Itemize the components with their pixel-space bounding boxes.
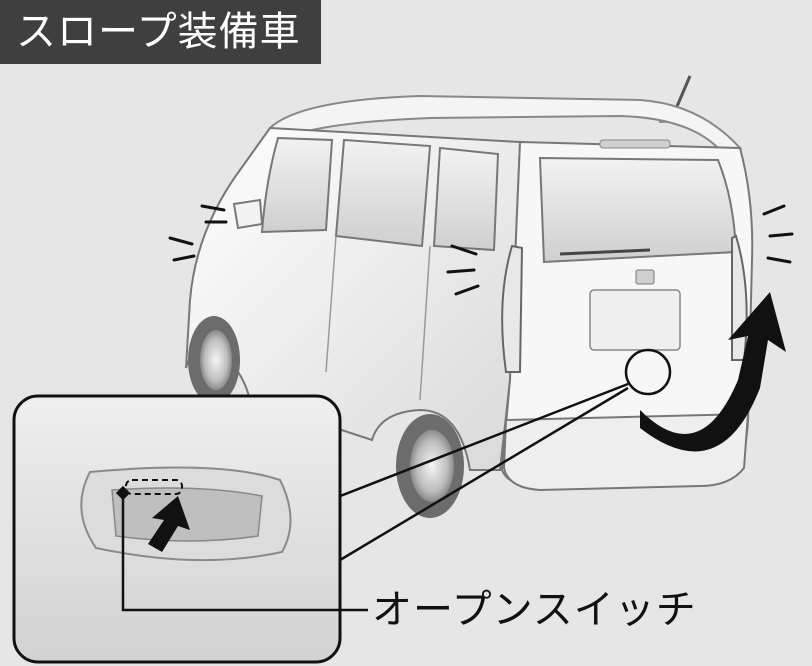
switch-location-marker xyxy=(624,348,672,396)
front-side-window xyxy=(260,136,334,234)
open-switch-label: オープンスイッチ xyxy=(372,587,697,633)
rear-bumper xyxy=(502,412,750,492)
rear-side-window xyxy=(334,138,432,248)
label-leader xyxy=(115,485,368,612)
rear-wheel xyxy=(396,414,464,518)
page-title: スロープ装備車 xyxy=(0,0,321,64)
rear-window xyxy=(538,156,738,264)
side-mirror xyxy=(232,198,264,230)
front-wheel xyxy=(188,316,240,404)
open-switch xyxy=(125,479,183,495)
press-arrow-icon xyxy=(148,496,190,552)
flash-burst-icon xyxy=(168,204,794,296)
curved-up-arrow-icon xyxy=(640,292,786,452)
left-tail-light xyxy=(501,244,524,373)
quarter-window xyxy=(432,146,500,252)
